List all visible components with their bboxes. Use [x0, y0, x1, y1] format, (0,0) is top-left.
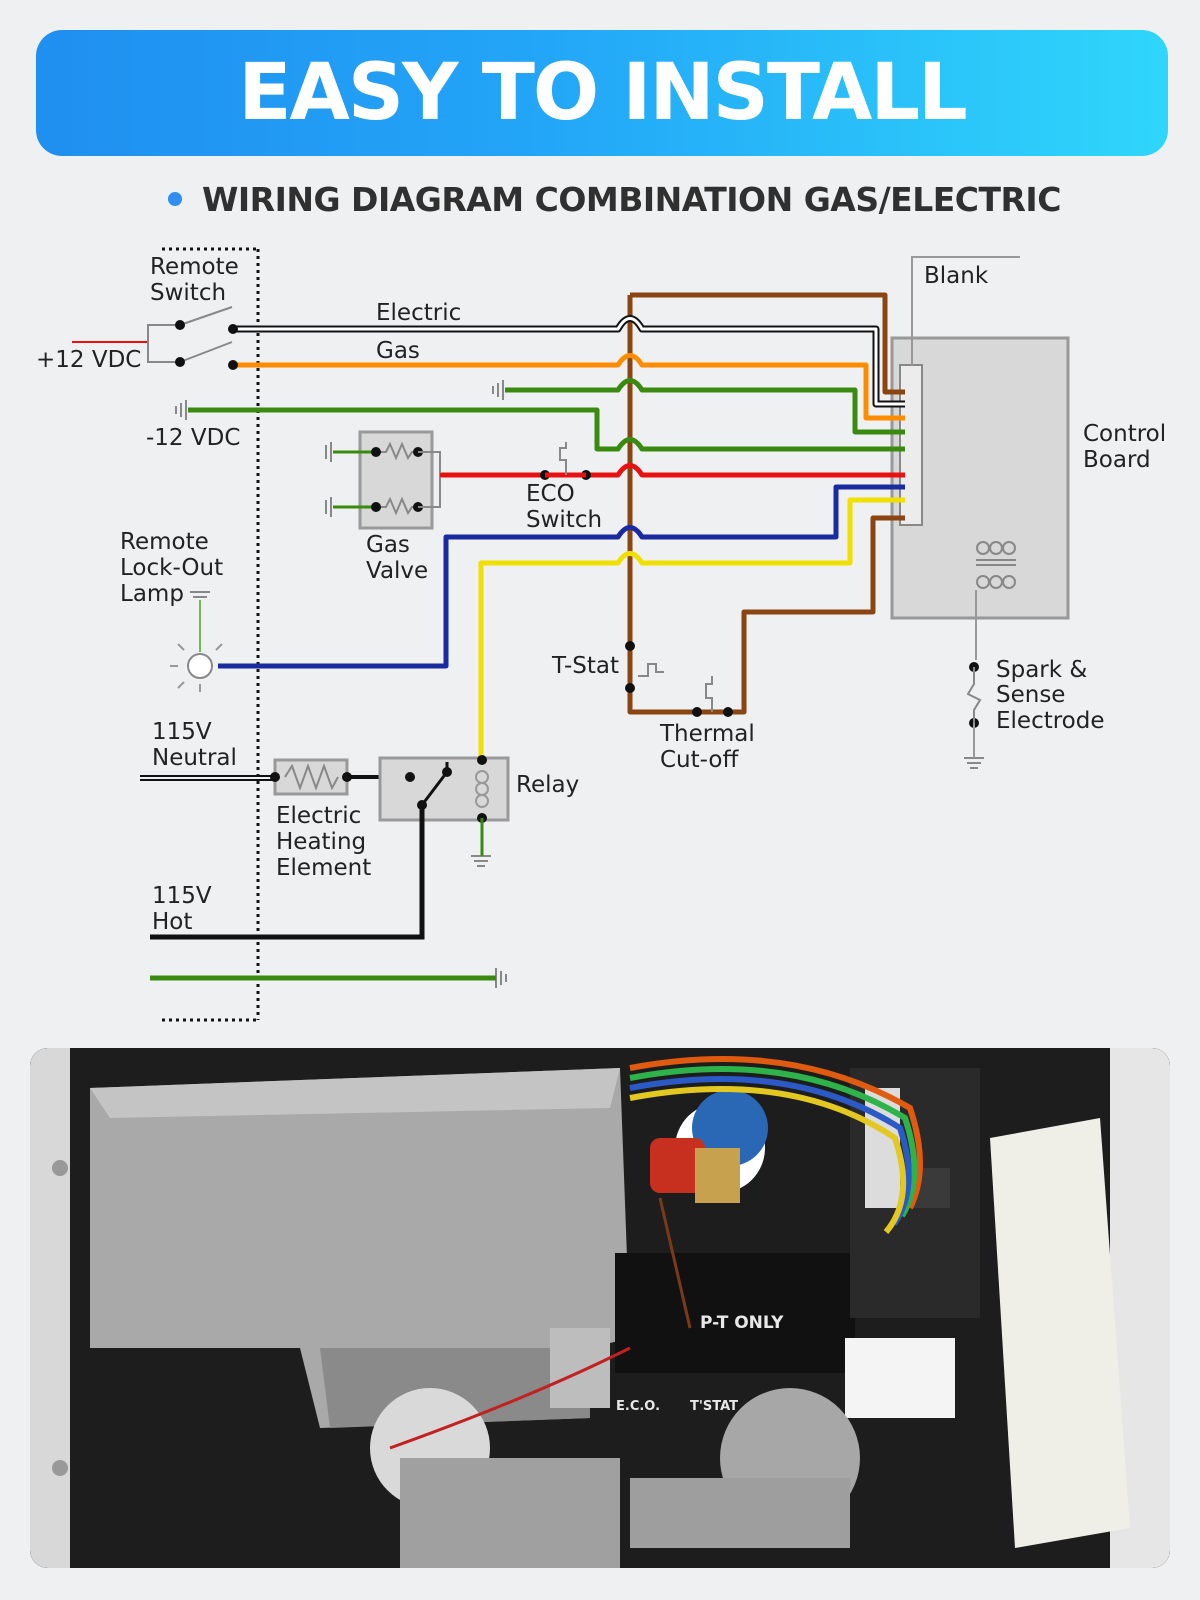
- label-heating-element-3: Element: [276, 855, 371, 881]
- label-spark-electrode-2: Sense: [996, 682, 1065, 708]
- label-blank: Blank: [924, 263, 989, 289]
- label-lockout-lamp-3: Lamp: [120, 581, 184, 607]
- spark-electrode: [966, 662, 982, 758]
- photo-label-eco: E.C.O.: [616, 1399, 660, 1414]
- remote-switch: [72, 306, 238, 370]
- section-heading-text: WIRING DIAGRAM COMBINATION GAS/ELECTRIC: [202, 179, 1061, 219]
- lamp-icon: [170, 600, 223, 692]
- label-thermal-cutoff: Thermal: [659, 721, 755, 747]
- label-lockout-lamp: Remote: [120, 529, 209, 555]
- wire-red: [440, 463, 905, 478]
- label-115v-hot: 115V: [152, 883, 212, 909]
- wire-gas: [235, 353, 905, 421]
- wiring-diagram: Remote Switch +12 VDC -12 VDC Electric G…: [36, 247, 1166, 1022]
- label-relay: Relay: [516, 772, 579, 798]
- label-spark-electrode: Spark &: [996, 657, 1087, 683]
- label-remote-switch-2: Switch: [150, 280, 226, 306]
- water-heater-photo: P-T ONLY E.C.O. T'STAT: [30, 1048, 1170, 1568]
- control-board: [890, 256, 1070, 660]
- label-115v-hot-2: Hot: [152, 909, 192, 935]
- photo-label-ponly: P-T ONLY: [700, 1313, 784, 1333]
- tstat-switch: [625, 641, 664, 693]
- label-control-board: Control: [1083, 421, 1166, 447]
- eco-switch: [540, 442, 591, 480]
- thermal-cutoff-switch: [692, 676, 733, 717]
- wire-electric-core: [235, 317, 905, 406]
- label-electric: Electric: [376, 300, 461, 326]
- wire-minus12: [188, 407, 905, 452]
- label-115v-neutral: 115V: [152, 719, 212, 745]
- label-eco-switch: ECO: [526, 481, 575, 507]
- section-heading: WIRING DIAGRAM COMBINATION GAS/ELECTRIC: [168, 176, 1061, 222]
- photo-label-tstat: T'STAT: [690, 1399, 738, 1414]
- wire-brown-tstat: [630, 292, 905, 395]
- label-gas: Gas: [376, 338, 420, 364]
- label-eco-switch-2: Switch: [526, 507, 602, 533]
- header-banner: EASY TO INSTALL: [36, 30, 1168, 156]
- label-gas-valve: Gas: [366, 532, 410, 558]
- ground-icon: [175, 380, 984, 988]
- wire-blue: [218, 484, 905, 669]
- gas-valve: [325, 430, 446, 530]
- wire-brown-vertical: [627, 295, 728, 715]
- bullet-icon: [168, 192, 182, 206]
- label-heating-element: Electric: [276, 803, 361, 829]
- label-lockout-lamp-2: Lock-Out: [120, 555, 223, 581]
- label-heating-element-2: Heating: [276, 829, 366, 855]
- line-voltage-circuit: [140, 755, 510, 981]
- appliance-boundary: [162, 247, 260, 1022]
- label-tstat: T-Stat: [551, 653, 619, 679]
- wire-ground-upper: [505, 378, 905, 435]
- banner-title: EASY TO INSTALL: [238, 48, 968, 138]
- label-minus12vdc: -12 VDC: [146, 425, 240, 451]
- transformer-icon: [976, 541, 1016, 589]
- label-control-board-2: Board: [1083, 447, 1151, 473]
- label-gas-valve-2: Valve: [366, 558, 428, 584]
- label-remote-switch: Remote: [150, 254, 239, 280]
- label-plus12vdc: +12 VDC: [36, 347, 141, 373]
- label-spark-electrode-3: Electrode: [996, 708, 1105, 734]
- label-thermal-cutoff-2: Cut-off: [660, 747, 739, 773]
- wire-brown-cutoff: [728, 515, 905, 715]
- wire-yellow: [478, 497, 905, 760]
- label-115v-neutral-2: Neutral: [152, 745, 237, 771]
